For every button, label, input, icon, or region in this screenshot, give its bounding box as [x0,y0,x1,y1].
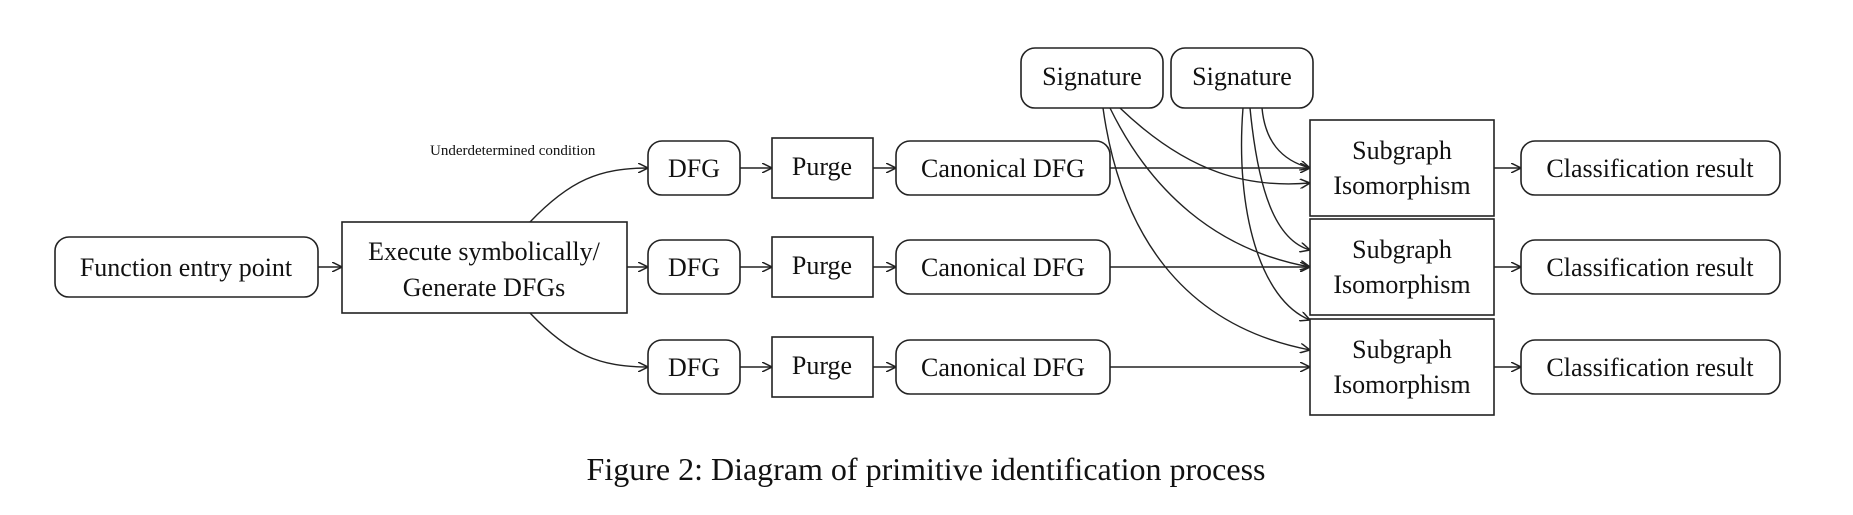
node-entry: Function entry point [54,236,319,298]
execute-label-line1: Execute symbolically/ [368,237,601,266]
purge-label: Purge [792,251,852,280]
edge-sig1-subgraph-2 [1109,107,1310,267]
node-dfg-3: DFG [647,339,741,395]
node-purge-1: Purge [771,137,874,199]
classification-label: Classification result [1546,154,1754,183]
node-dfg-2: DFG [647,239,741,295]
subgraph-label-line2: Isomorphism [1333,171,1470,200]
subgraph-label-line1: Subgraph [1352,136,1452,165]
subgraph-label-line2: Isomorphism [1333,270,1470,299]
edge-sig2-subgraph-2 [1249,107,1310,250]
node-subgraph-3: Subgraph Isomorphism [1309,318,1495,416]
subgraph-label-line2: Isomorphism [1333,370,1470,399]
purge-label: Purge [792,351,852,380]
node-canonical-2: Canonical DFG [895,239,1111,295]
edge-execute-dfg-3 [529,312,648,367]
dfg-label: DFG [668,253,720,282]
canonical-label: Canonical DFG [921,154,1085,183]
edge-sig1-subgraph-3 [1102,107,1310,350]
condition-label: Underdetermined condition [430,143,596,159]
node-signature-2: Signature [1170,47,1314,109]
edge-sig1-subgraph-1 [1119,107,1310,184]
figure-caption: Figure 2: Diagram of primitive identific… [587,451,1266,487]
node-purge-3: Purge [771,336,874,398]
node-execute: Execute symbolically/ Generate DFGs [341,221,628,314]
classification-label: Classification result [1546,353,1754,382]
node-subgraph-2: Subgraph Isomorphism [1309,218,1495,316]
execute-label-line2: Generate DFGs [403,273,565,302]
node-canonical-1: Canonical DFG [895,140,1111,196]
canonical-label: Canonical DFG [921,253,1085,282]
edge-execute-dfg-1 [529,168,648,223]
node-purge-2: Purge [771,236,874,298]
edges [318,107,1521,367]
canonical-label: Canonical DFG [921,353,1085,382]
dfg-label: DFG [668,353,720,382]
node-classification-3: Classification result [1520,339,1781,395]
signature-label: Signature [1042,62,1142,91]
node-canonical-3: Canonical DFG [895,339,1111,395]
edge-sig2-subgraph-1 [1261,107,1310,168]
signature-label: Signature [1192,62,1292,91]
dfg-label: DFG [668,154,720,183]
node-subgraph-1: Subgraph Isomorphism [1309,119,1495,217]
entry-label: Function entry point [80,253,293,282]
classification-label: Classification result [1546,253,1754,282]
node-classification-2: Classification result [1520,239,1781,295]
node-dfg-1: DFG [647,140,741,196]
subgraph-label-line1: Subgraph [1352,235,1452,264]
node-signature-1: Signature [1020,47,1164,109]
purge-label: Purge [792,152,852,181]
subgraph-label-line1: Subgraph [1352,335,1452,364]
node-classification-1: Classification result [1520,140,1781,196]
edge-sig2-subgraph-3 [1240,107,1310,320]
